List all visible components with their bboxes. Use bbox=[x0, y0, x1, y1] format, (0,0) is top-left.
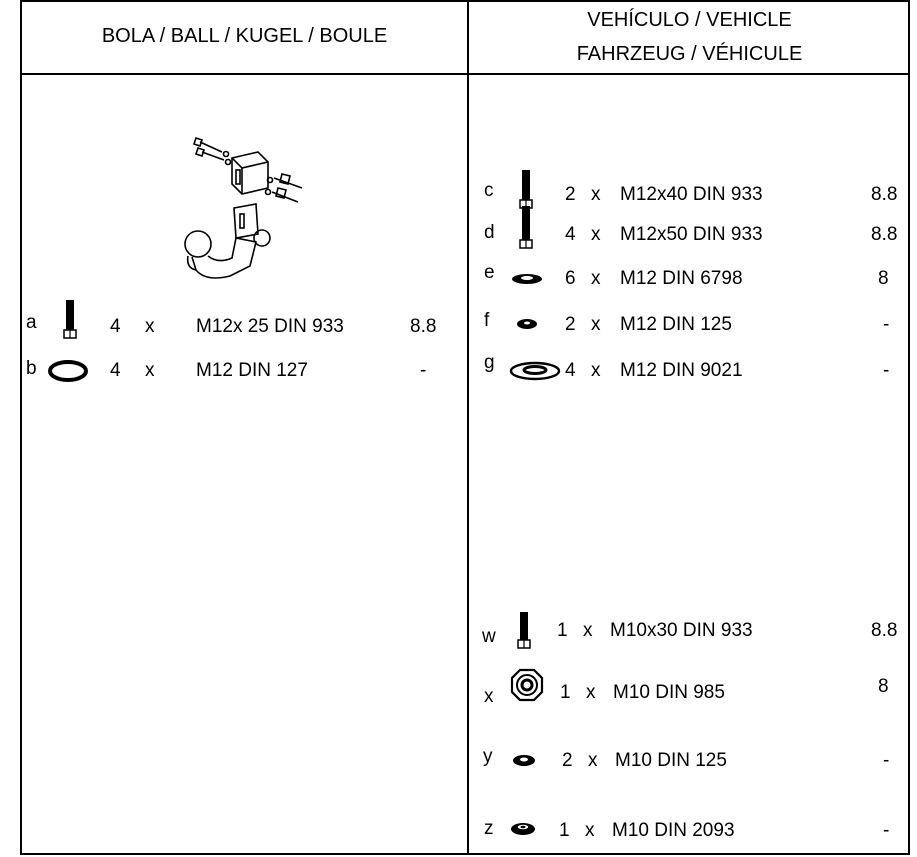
disc-spring-icon bbox=[511, 823, 535, 835]
part-letter: e bbox=[484, 262, 495, 283]
part-times: x bbox=[591, 184, 601, 205]
part-letter: w bbox=[482, 626, 496, 647]
part-spec: M12 DIN 6798 bbox=[620, 268, 743, 289]
header-divider bbox=[20, 73, 910, 75]
part-qty: 4 bbox=[110, 316, 121, 337]
part-qty: 4 bbox=[110, 360, 121, 381]
part-times: x bbox=[591, 314, 601, 335]
part-spec: M10 DIN 985 bbox=[613, 682, 725, 703]
part-letter: x bbox=[484, 686, 494, 707]
part-grade: 8.8 bbox=[871, 224, 898, 245]
part-times: x bbox=[591, 268, 601, 289]
part-grade: - bbox=[883, 750, 890, 771]
part-qty: 1 bbox=[559, 820, 570, 841]
lock-nut-icon bbox=[510, 668, 544, 702]
part-qty: 1 bbox=[560, 682, 571, 703]
part-spec: M10x30 DIN 933 bbox=[610, 620, 753, 641]
part-spec: M10 DIN 125 bbox=[615, 750, 727, 771]
flat-washer-icon bbox=[513, 755, 535, 766]
part-spec: M12 DIN 125 bbox=[620, 314, 732, 335]
part-qty: 6 bbox=[565, 268, 576, 289]
part-grade: 8.8 bbox=[871, 620, 898, 641]
part-grade: - bbox=[883, 360, 890, 381]
part-qty: 2 bbox=[562, 750, 573, 771]
vehicle-column-header-line2: FAHRZEUG / VÉHICULE bbox=[576, 43, 803, 65]
part-grade: - bbox=[883, 820, 890, 841]
flat-washer-icon bbox=[517, 319, 537, 329]
part-spec: M12 DIN 9021 bbox=[620, 360, 743, 381]
ball-column-header: BOLA / BALL / KUGEL / BOULE bbox=[101, 25, 388, 47]
part-grade: - bbox=[883, 314, 890, 335]
part-spec: M12 DIN 127 bbox=[196, 360, 308, 381]
part-times: x bbox=[145, 360, 155, 381]
spring-washer-icon bbox=[48, 360, 88, 382]
column-divider bbox=[467, 0, 469, 855]
vehicle-column-header-line1: VEHÍCULO / VEHICLE bbox=[587, 9, 792, 31]
bolt-icon bbox=[63, 300, 77, 339]
part-grade: 8 bbox=[878, 676, 889, 697]
part-letter: b bbox=[26, 358, 37, 379]
part-spec: M12x 25 DIN 933 bbox=[196, 316, 344, 337]
part-times: x bbox=[585, 820, 595, 841]
part-grade: 8.8 bbox=[871, 184, 898, 205]
bolt-icon bbox=[517, 612, 531, 649]
part-letter: d bbox=[484, 222, 495, 243]
part-times: x bbox=[583, 620, 593, 641]
part-grade: - bbox=[420, 360, 427, 381]
part-letter: y bbox=[483, 746, 493, 767]
part-times: x bbox=[145, 316, 155, 337]
bolt-icon bbox=[519, 170, 533, 209]
part-letter: g bbox=[484, 352, 495, 373]
part-qty: 2 bbox=[565, 184, 576, 205]
part-times: x bbox=[586, 682, 596, 703]
part-times: x bbox=[591, 224, 601, 245]
part-letter: a bbox=[26, 312, 37, 333]
part-letter: f bbox=[484, 310, 490, 331]
part-qty: 4 bbox=[565, 224, 576, 245]
table-top-border bbox=[20, 0, 910, 2]
part-letter: c bbox=[484, 180, 494, 201]
part-qty: 4 bbox=[565, 360, 576, 381]
part-grade: 8 bbox=[878, 268, 889, 289]
part-spec: M10 DIN 2093 bbox=[612, 820, 735, 841]
table-frame bbox=[20, 0, 910, 855]
bolt-icon bbox=[519, 206, 533, 249]
part-qty: 2 bbox=[565, 314, 576, 335]
part-letter: z bbox=[484, 818, 494, 839]
large-washer-icon bbox=[509, 361, 561, 381]
part-spec: M12x50 DIN 933 bbox=[620, 224, 763, 245]
toothed-washer-icon bbox=[512, 274, 542, 284]
part-qty: 1 bbox=[557, 620, 568, 641]
part-spec: M12x40 DIN 933 bbox=[620, 184, 763, 205]
part-times: x bbox=[591, 360, 601, 381]
part-times: x bbox=[588, 750, 598, 771]
part-grade: 8.8 bbox=[410, 316, 437, 337]
tow-bar-assembly-icon bbox=[184, 136, 303, 279]
